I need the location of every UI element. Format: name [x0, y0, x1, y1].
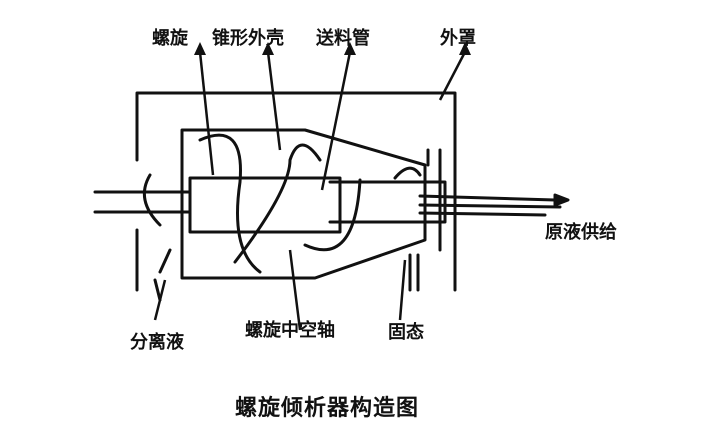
- label-feed-pipe: 送料管: [316, 28, 370, 49]
- label-raw-liquid-supply: 原液供给: [545, 222, 617, 243]
- label-spiral: 螺旋: [152, 28, 188, 49]
- hollow-shaft: [188, 176, 342, 234]
- separated-liquid-exit: [153, 248, 172, 302]
- shaft-stub: [93, 190, 192, 214]
- figure-caption: 螺旋倾析器构造图: [235, 396, 420, 421]
- label-solid: 固态: [388, 322, 424, 343]
- label-separated-liquid: 分离液: [130, 332, 184, 353]
- label-outer-cover: 外罩: [440, 28, 476, 49]
- label-cone-shell: 锥形外壳: [212, 28, 284, 49]
- feed-pipe: [328, 180, 447, 224]
- solid-outlet: [408, 148, 442, 292]
- label-hollow-shaft: 螺旋中空轴: [245, 320, 335, 341]
- cone-shell: [180, 128, 427, 280]
- outer-cover: [135, 91, 457, 292]
- spiral-flights: [198, 133, 422, 274]
